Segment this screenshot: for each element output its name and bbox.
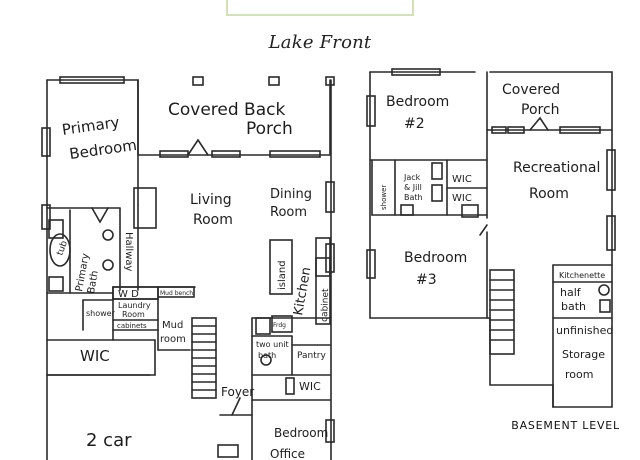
label-hallway: Hallway [123, 232, 134, 272]
label-cabinets: cabinets [117, 322, 147, 330]
label-pantry: Pantry [297, 351, 326, 361]
label-bedroom-2: Bedroom #2 [386, 94, 454, 132]
basement-labels: Bedroom #2 Covered Porch Recreational Ro… [380, 82, 617, 381]
basement-level-label: BASEMENT LEVEL [511, 419, 620, 432]
label-dining-room: Dining Room [270, 187, 316, 220]
label-island: island [277, 260, 288, 290]
label-garage: 2 car [86, 430, 132, 451]
label-wic-main: WIC [80, 347, 110, 365]
label-wic-office: WIC [299, 380, 321, 393]
label-unfinished-storage: unfinished Storage room [556, 324, 617, 381]
label-mud-room: Mud room [160, 320, 187, 345]
label-mud-bench: Mud bench [160, 290, 193, 297]
basement-walls [366, 68, 616, 408]
label-jack-jill-bath: Jack & Jill Bath [403, 173, 424, 202]
label-half-bath: half bath [560, 286, 586, 313]
label-wic-b2: WIC [452, 193, 472, 204]
plan-title: Lake Front [268, 32, 372, 53]
label-primary-bath: Primary Bath [74, 249, 104, 294]
label-wd: W D [118, 289, 139, 300]
label-kitchenette: Kitchenette [559, 271, 605, 280]
main-floor-labels: Primary Bedroom Covered Back Porch Livin… [55, 100, 332, 460]
label-covered-porch: Covered Porch [502, 82, 565, 118]
label-laundry-room: Laundry Room [118, 301, 153, 319]
label-shower-b: shower [380, 185, 388, 210]
label-recreational-room: Recreational Room [513, 160, 605, 202]
label-primary-bedroom: Primary Bedroom [61, 111, 138, 164]
label-bedroom-office: Bedroom Office [270, 426, 332, 460]
label-bedroom-3: Bedroom #3 [404, 250, 472, 288]
label-cabinet: cabinet [320, 288, 331, 322]
label-wic-b1: WIC [452, 174, 472, 185]
label-two-unit-bath: two unit bath [256, 340, 291, 360]
label-foyer: Foyer [221, 385, 254, 399]
label-frdg: Frdg [273, 322, 286, 329]
main-floor-walls [41, 76, 335, 460]
label-kitchen: Kitchen [291, 266, 314, 317]
label-covered-back-porch: Covered Back Porch [168, 100, 293, 139]
label-tub: tub [55, 239, 70, 257]
label-living-room: Living Room [190, 192, 236, 228]
label-shower: shower [86, 309, 116, 318]
top-frame [226, 0, 414, 16]
